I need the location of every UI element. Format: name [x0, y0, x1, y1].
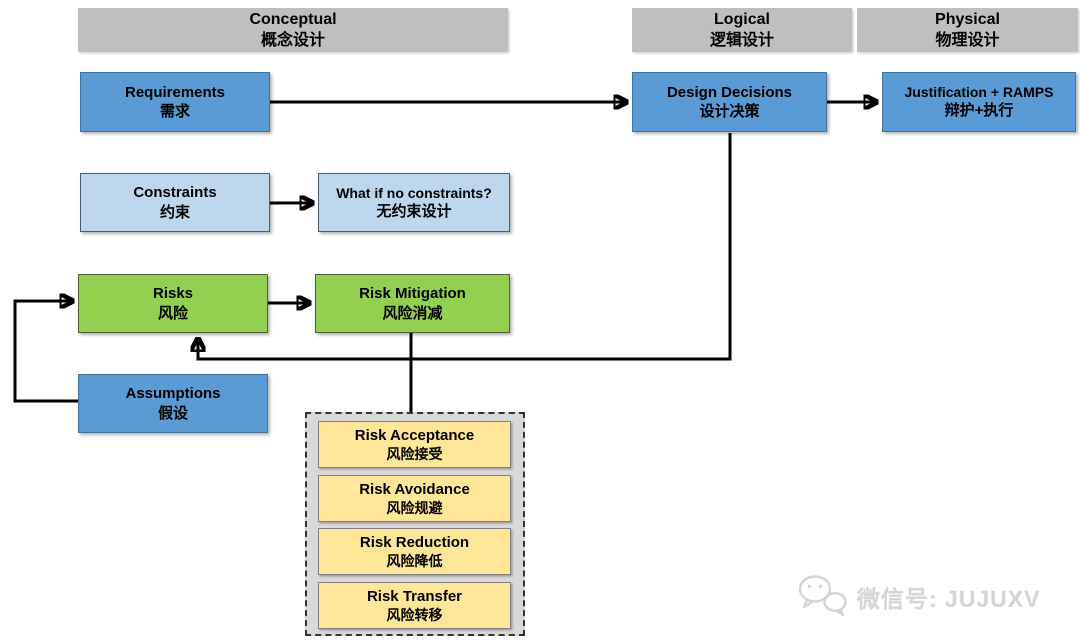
- node-risk-acceptance: Risk Acceptance 风险接受: [318, 421, 511, 468]
- phase-header-physical-en: Physical: [935, 10, 1000, 28]
- node-risk-mitigation: Risk Mitigation 风险消减: [315, 274, 510, 333]
- node-risk-mitigation-label-en: Risk Mitigation: [359, 285, 466, 302]
- node-risk-acceptance-label-zh: 风险接受: [386, 446, 443, 463]
- phase-header-physical: Physical 物理设计: [857, 8, 1078, 52]
- node-risk-transfer-label-en: Risk Transfer: [366, 587, 463, 605]
- node-risk-avoidance-label-en: Risk Avoidance: [359, 480, 470, 498]
- node-risks-label-zh: 风险: [157, 304, 188, 322]
- phase-header-physical-zh: 物理设计: [935, 32, 1000, 49]
- node-requirements-label-zh: 需求: [159, 103, 190, 120]
- node-no-constraints-label-en: What if no constraints?: [336, 184, 492, 201]
- node-risks: Risks 风险: [78, 274, 268, 333]
- node-risk-reduction: Risk Reduction 风险降低: [318, 528, 511, 575]
- phase-header-conceptual-en: Conceptual: [249, 10, 337, 28]
- node-risk-reduction-label-zh: 风险降低: [386, 553, 443, 570]
- node-risk-transfer-label-zh: 风险转移: [386, 607, 443, 624]
- node-risk-avoidance-label-zh: 风险规避: [386, 500, 443, 517]
- node-assumptions-label-en: Assumptions: [125, 385, 221, 402]
- connector-design-decisions-to-risks: [198, 133, 732, 361]
- node-justification-ramps-label-en: Justification + RAMPS: [904, 84, 1054, 101]
- watermark-label: 微信号: JUJUXV: [857, 586, 1041, 612]
- node-constraints: Constraints 约束: [80, 173, 270, 232]
- node-risk-acceptance-label-en: Risk Acceptance: [354, 426, 475, 444]
- node-risk-mitigation-label-zh: 风险消减: [382, 304, 443, 322]
- node-constraints-label-en: Constraints: [133, 184, 217, 201]
- node-risk-avoidance: Risk Avoidance 风险规避: [318, 475, 511, 522]
- phase-header-logical: Logical 逻辑设计: [632, 8, 852, 52]
- phase-header-logical-en: Logical: [713, 10, 770, 28]
- node-risks-label-en: Risks: [152, 285, 194, 302]
- phase-header-conceptual: Conceptual 概念设计: [78, 8, 508, 52]
- node-constraints-label-zh: 约束: [159, 203, 190, 221]
- phase-header-conceptual-zh: 概念设计: [260, 32, 325, 49]
- watermark: 微信号: JUJUXV: [797, 572, 1041, 622]
- node-risk-transfer: Risk Transfer 风险转移: [318, 582, 511, 629]
- node-assumptions-label-zh: 假设: [157, 404, 188, 422]
- connector-assumptions-to-risks: [13, 301, 78, 403]
- node-risk-reduction-label-en: Risk Reduction: [359, 533, 470, 551]
- node-design-decisions: Design Decisions 设计决策: [632, 72, 827, 132]
- node-design-decisions-label-zh: 设计决策: [699, 103, 760, 120]
- phase-header-logical-zh: 逻辑设计: [709, 32, 774, 49]
- node-design-decisions-label-en: Design Decisions: [666, 83, 793, 101]
- node-no-constraints: What if no constraints? 无约束设计: [318, 173, 510, 232]
- node-justification-ramps-label-zh: 辩护+执行: [944, 102, 1014, 120]
- node-requirements-label-en: Requirements: [124, 83, 226, 101]
- node-no-constraints-label-zh: 无约束设计: [376, 202, 452, 220]
- wechat-icon: [798, 575, 847, 617]
- node-justification-ramps: Justification + RAMPS 辩护+执行: [882, 72, 1076, 132]
- node-requirements: Requirements 需求: [80, 72, 270, 132]
- node-assumptions: Assumptions 假设: [78, 374, 268, 433]
